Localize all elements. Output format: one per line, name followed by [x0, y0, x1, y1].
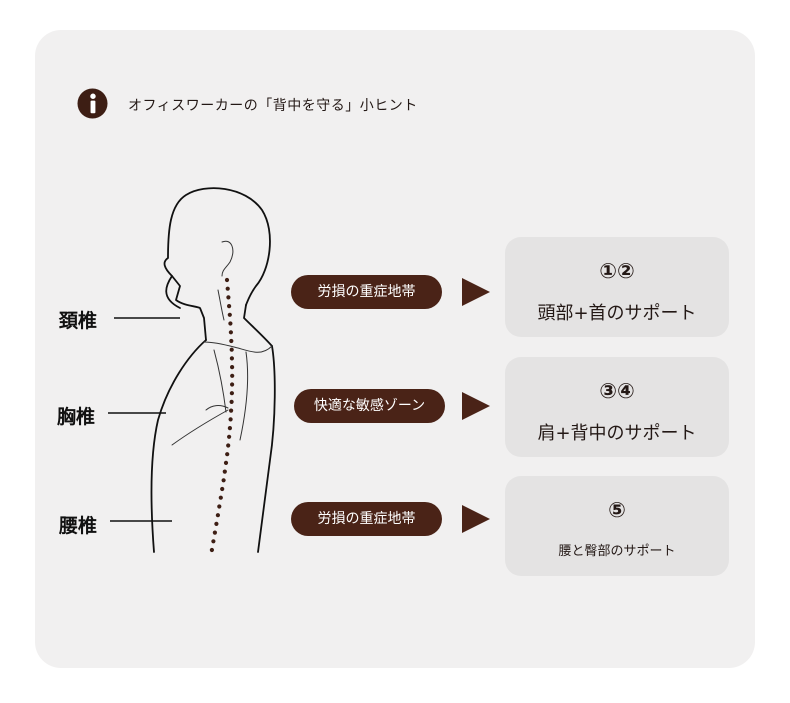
spine-dot: [226, 295, 231, 300]
spine-dot: [212, 530, 217, 535]
spine-dot: [229, 347, 234, 352]
spine-dot: [225, 452, 230, 457]
spine-dot: [220, 486, 225, 492]
spine-dot: [228, 330, 233, 335]
spine-dot: [221, 478, 226, 483]
spine-dot: [215, 513, 220, 518]
spine-dot: [226, 443, 231, 448]
arrow-right-icon: [462, 392, 490, 420]
spine-dot: [227, 304, 232, 309]
zone-pill-waist: 労損の重症地帯: [291, 502, 442, 536]
support-text: 腰と臀部のサポート: [558, 544, 676, 559]
head-outline: [163, 187, 271, 309]
spine-dot: [209, 547, 214, 553]
spine-dot: [229, 408, 234, 413]
neck-back: [243, 304, 273, 347]
support-box-shoulder-back: ③④ 肩+背中のサポート: [505, 357, 729, 457]
support-box-waist-hip: ⑤ 腰と臀部のサポート: [505, 476, 729, 576]
spine-dot: [211, 539, 216, 544]
ear-line: [221, 240, 234, 277]
spine-dots: [209, 277, 235, 553]
spine-dot: [230, 365, 235, 370]
spine-dot: [217, 504, 222, 509]
spine-dot: [230, 373, 235, 378]
info-icon: [77, 88, 108, 119]
spine-dot: [227, 312, 232, 317]
spine-dot: [222, 469, 227, 474]
spine-dot: [229, 356, 234, 361]
label-thoracic: 胸椎: [57, 406, 96, 428]
support-box-head-neck: ①② 頭部+首のサポート: [505, 237, 729, 337]
support-numbers: ③④: [599, 379, 635, 403]
arm-back: [239, 351, 249, 441]
support-text: 頭部+首のサポート: [537, 303, 697, 324]
spine-dot: [225, 286, 230, 291]
spine-dot: [229, 338, 234, 344]
arrow-right-icon: [462, 278, 490, 306]
arm-front: [213, 349, 227, 413]
spine-dot: [227, 434, 232, 439]
back-outline: [257, 345, 276, 553]
spine-dot: [230, 382, 235, 387]
label-lumbar: 腰椎: [59, 515, 98, 537]
spine-dot: [228, 321, 233, 326]
spine-dot: [224, 277, 230, 283]
support-numbers: ①②: [599, 259, 635, 283]
neck-detail: [217, 289, 225, 321]
spine-dot: [229, 391, 234, 396]
spine-dot: [228, 417, 233, 422]
spine-dot: [218, 495, 223, 500]
spine-dot: [227, 426, 232, 431]
shoulder-line: [203, 341, 273, 353]
support-text: 肩+背中のサポート: [537, 423, 697, 444]
zone-pill-neck: 労損の重症地帯: [291, 275, 442, 309]
support-numbers: ⑤: [608, 498, 626, 522]
arm-detail: [205, 405, 229, 411]
zone-pill-back: 快適な敏感ゾーン: [294, 389, 445, 423]
spine-dot: [229, 399, 234, 404]
arrow-right-icon: [462, 505, 490, 533]
forearm-line: [171, 409, 229, 446]
spine-dot: [223, 460, 229, 465]
chest-outline: [150, 339, 207, 553]
neck-front: [171, 275, 207, 341]
page-title: オフィスワーカーの「背中を守る」小ヒント: [128, 98, 418, 114]
spine-dot: [214, 521, 219, 527]
label-cervical: 頚椎: [59, 310, 98, 332]
